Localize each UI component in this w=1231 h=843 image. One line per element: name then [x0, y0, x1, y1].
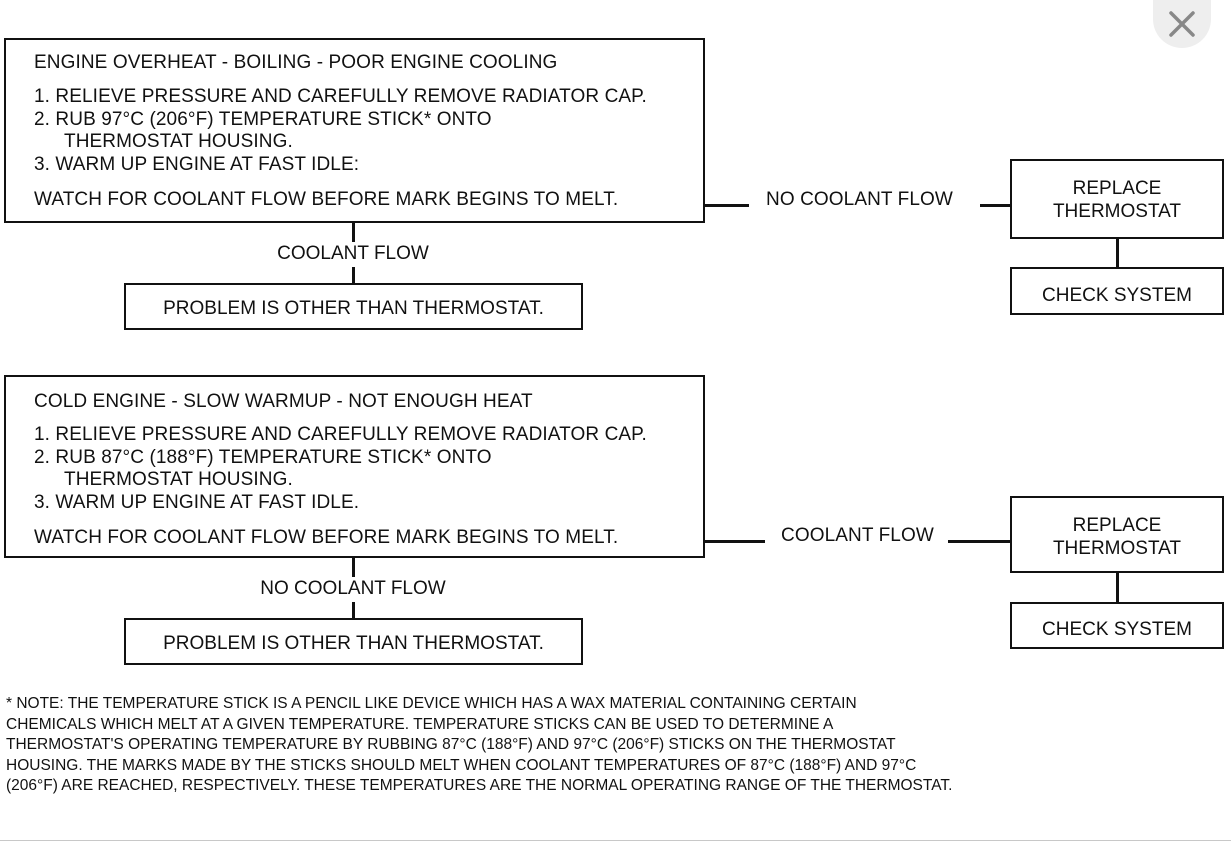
note-line-1: * NOTE: THE TEMPERATURE STICK IS A PENCI… — [6, 695, 857, 712]
overheat-right-connector-right — [980, 204, 1011, 207]
overheat-check-connector — [1116, 238, 1119, 268]
cold-engine-check-connector — [1116, 572, 1119, 603]
close-icon — [1169, 11, 1195, 37]
cold-engine-replace-thermostat-box: REPLACE THERMOSTAT — [1010, 496, 1224, 573]
overheat-other-problem-box: PROBLEM IS OTHER THAN THERMOSTAT. — [124, 283, 583, 330]
overheat-title: ENGINE OVERHEAT - BOILING - POOR ENGINE … — [34, 52, 558, 73]
overheat-other-problem-text: PROBLEM IS OTHER THAN THERMOSTAT. — [163, 298, 544, 319]
cold-engine-step-2-cont: THERMOSTAT HOUSING. — [64, 469, 293, 490]
cold-engine-watch-instruction: WATCH FOR COOLANT FLOW BEFORE MARK BEGIN… — [34, 527, 619, 548]
overheat-down-connector-bottom — [352, 267, 355, 284]
overheat-replace-text: REPLACE — [1072, 178, 1162, 199]
note-line-5: (206°F) ARE REACHED, RESPECTIVELY. THESE… — [6, 777, 953, 794]
overheat-step-2: 2. RUB 97°C (206°F) TEMPERATURE STICK* O… — [34, 109, 492, 130]
cold-engine-down-connector-top — [352, 557, 355, 577]
overheat-check-system-text: CHECK SYSTEM — [1042, 285, 1192, 306]
cold-engine-right-branch-label: COOLANT FLOW — [781, 525, 934, 546]
cold-engine-replace-text: REPLACE — [1072, 515, 1162, 536]
overheat-test-box — [4, 38, 705, 223]
overheat-step-3: 3. WARM UP ENGINE AT FAST IDLE: — [34, 154, 360, 175]
cold-engine-right-connector-left — [705, 540, 765, 543]
close-button[interactable] — [1153, 0, 1211, 48]
cold-engine-title: COLD ENGINE - SLOW WARMUP - NOT ENOUGH H… — [34, 391, 533, 412]
cold-engine-down-connector-bottom — [352, 602, 355, 619]
overheat-right-branch-label: NO COOLANT FLOW — [766, 189, 953, 210]
bottom-divider — [0, 840, 1231, 841]
overheat-right-connector-left — [705, 204, 749, 207]
cold-engine-step-2: 2. RUB 87°C (188°F) TEMPERATURE STICK* O… — [34, 447, 492, 468]
cold-engine-right-connector-right — [948, 540, 1011, 543]
cold-engine-check-system-text: CHECK SYSTEM — [1042, 619, 1192, 640]
overheat-step-2-cont: THERMOSTAT HOUSING. — [64, 131, 293, 152]
cold-engine-other-problem-box: PROBLEM IS OTHER THAN THERMOSTAT. — [124, 618, 583, 665]
cold-engine-other-problem-text: PROBLEM IS OTHER THAN THERMOSTAT. — [163, 633, 544, 654]
cold-engine-down-branch-label: NO COOLANT FLOW — [260, 578, 446, 599]
overheat-thermostat-text: THERMOSTAT — [1052, 201, 1182, 222]
overheat-check-system-box: CHECK SYSTEM — [1010, 267, 1224, 315]
overheat-replace-thermostat-box: REPLACE THERMOSTAT — [1010, 159, 1224, 239]
overheat-step-1: 1. RELIEVE PRESSURE AND CAREFULLY REMOVE… — [34, 86, 647, 107]
overheat-watch-instruction: WATCH FOR COOLANT FLOW BEFORE MARK BEGIN… — [34, 189, 619, 210]
overheat-down-branch-label: COOLANT FLOW — [277, 243, 429, 264]
cold-engine-step-3: 3. WARM UP ENGINE AT FAST IDLE. — [34, 492, 360, 513]
cold-engine-thermostat-text: THERMOSTAT — [1052, 538, 1182, 559]
overheat-down-connector-top — [352, 222, 355, 242]
cold-engine-check-system-box: CHECK SYSTEM — [1010, 602, 1224, 649]
temperature-stick-note: * NOTE: THE TEMPERATURE STICK IS A PENCI… — [6, 694, 1156, 797]
note-line-2: CHEMICALS WHICH MELT AT A GIVEN TEMPERAT… — [6, 715, 834, 733]
note-line-3: THERMOSTAT'S OPERATING TEMPERATURE BY RU… — [6, 736, 896, 753]
note-line-4: HOUSING. THE MARKS MADE BY THE STICKS SH… — [6, 756, 917, 774]
cold-engine-step-1: 1. RELIEVE PRESSURE AND CAREFULLY REMOVE… — [34, 424, 647, 445]
